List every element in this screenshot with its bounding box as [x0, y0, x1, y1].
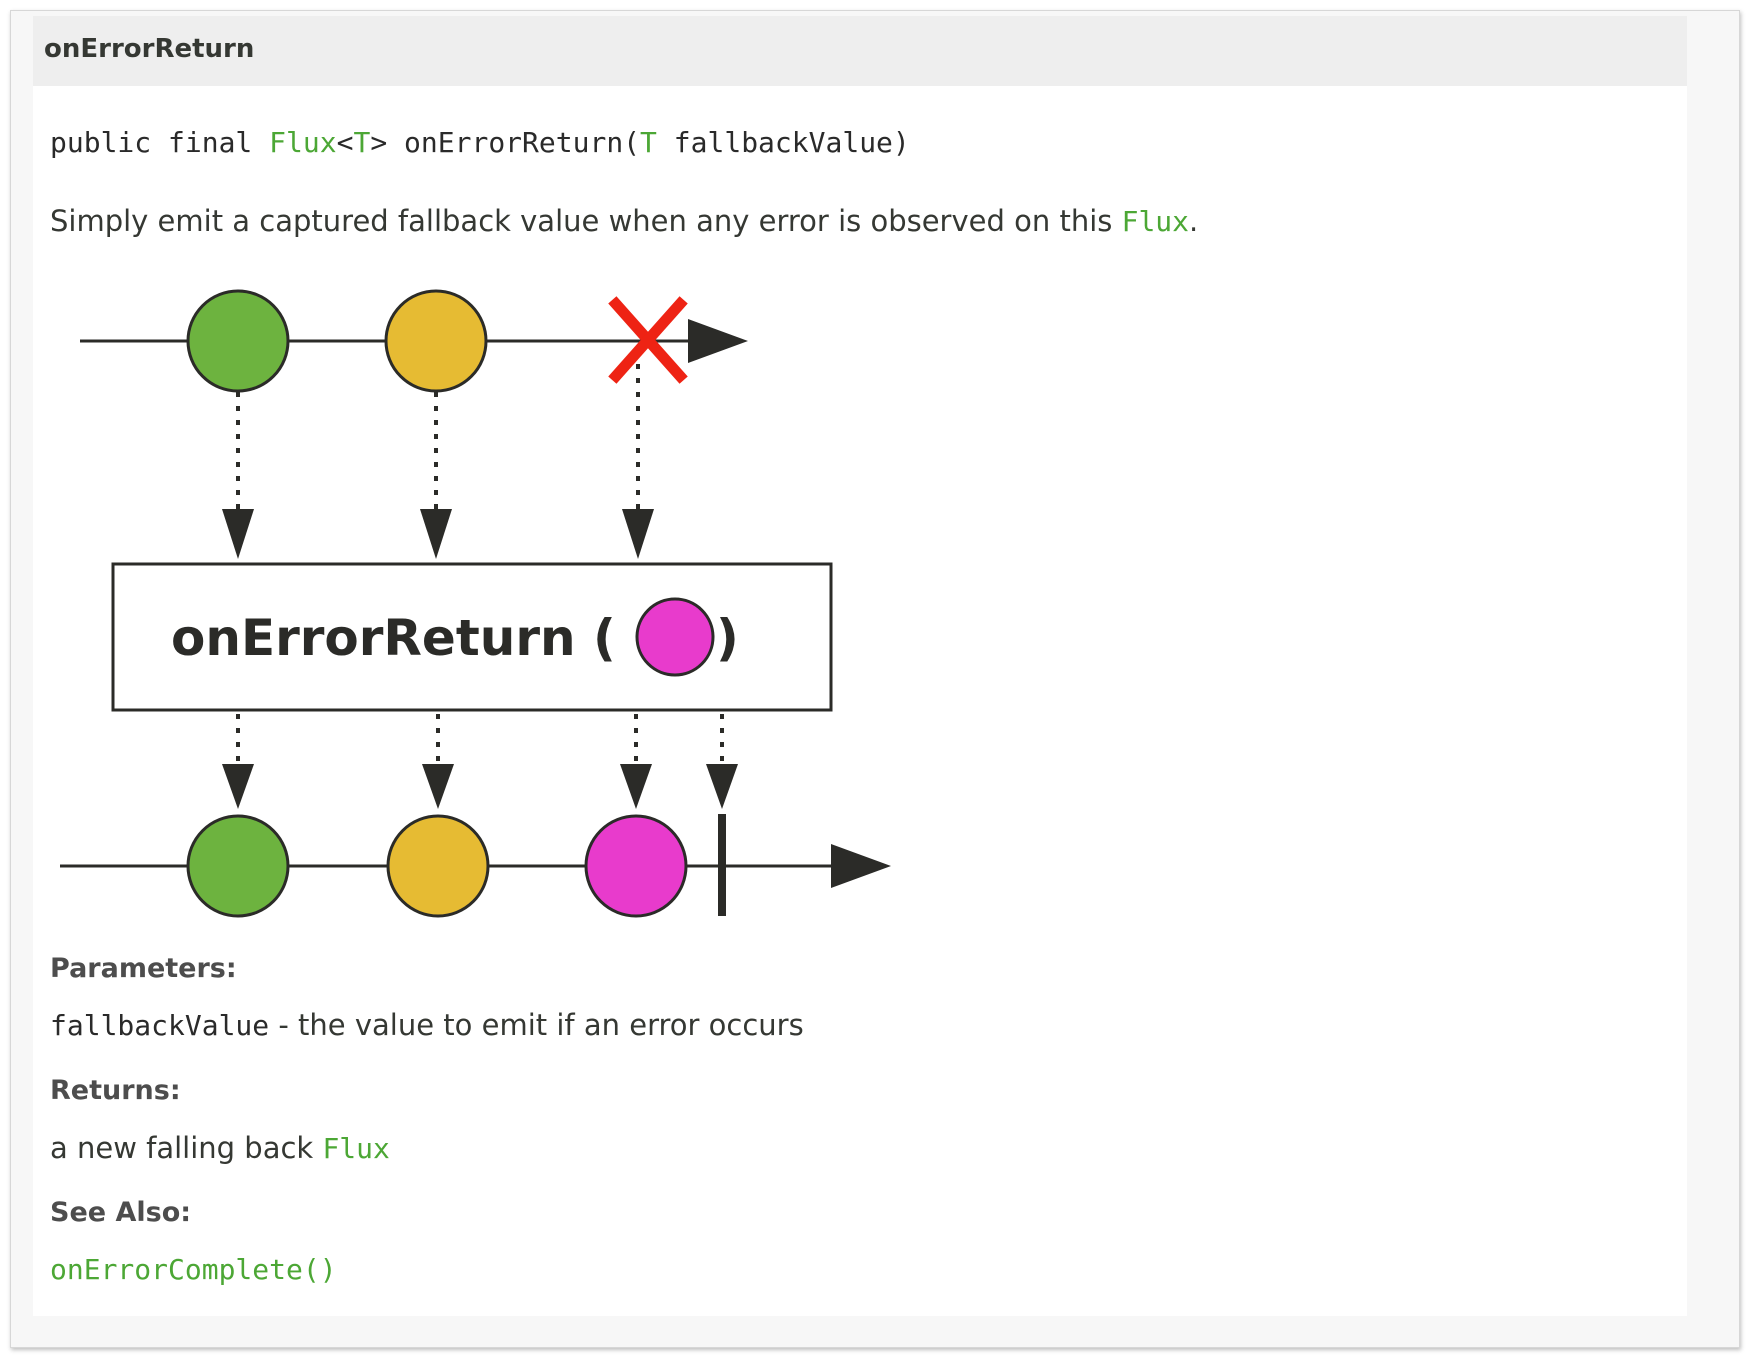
signature-type-link[interactable]: Flux	[269, 126, 337, 159]
result-marble-green	[186, 814, 290, 918]
parameter-row: fallbackValue - the value to emit if an …	[50, 1008, 804, 1042]
input-arrow-heads	[222, 509, 654, 559]
output-arrows	[236, 714, 724, 764]
result-timeline-arrow	[831, 844, 891, 888]
parameter-name: fallbackValue	[50, 1009, 270, 1042]
input-arrows	[236, 364, 640, 509]
see-also-link[interactable]: onErrorComplete()	[50, 1253, 337, 1286]
source-error-icon	[608, 296, 688, 384]
operator-close-paren: )	[716, 609, 739, 667]
signature-method: onErrorReturn(	[387, 126, 641, 159]
parameter-desc: - the value to emit if an error occurs	[269, 1008, 804, 1042]
source-timeline-arrow	[688, 319, 748, 363]
signature-param-name: fallbackValue)	[656, 126, 910, 159]
description-flux-link[interactable]: Flux	[1121, 205, 1190, 238]
operator-label: onErrorReturn (	[171, 609, 616, 667]
method-signature: public final Flux<T> onErrorReturn(T fal…	[50, 126, 910, 159]
source-marble-green	[186, 289, 290, 393]
result-marble-magenta	[584, 814, 688, 918]
method-title: onErrorReturn	[44, 34, 255, 64]
source-marble-yellow	[384, 289, 488, 393]
returns-text: a new falling back	[50, 1131, 323, 1165]
see-also-label: See Also:	[50, 1197, 192, 1228]
method-detail-card: onErrorReturn public final Flux<T> onErr…	[33, 16, 1687, 1316]
description-text: Simply emit a captured fallback value wh…	[50, 204, 1122, 238]
method-header: onErrorReturn	[33, 16, 1687, 86]
signature-param-type-link[interactable]: T	[640, 126, 657, 159]
signature-prefix: public final	[50, 126, 270, 159]
returns-label: Returns:	[50, 1075, 181, 1106]
output-arrow-heads	[222, 764, 738, 809]
method-description: Simply emit a captured fallback value wh…	[50, 204, 1198, 238]
returns-row: a new falling back Flux	[50, 1131, 390, 1165]
returns-flux-link[interactable]: Flux	[322, 1132, 390, 1165]
marble-diagram: onErrorReturn ( )	[60, 289, 891, 918]
result-marble-yellow	[386, 814, 490, 918]
signature-generic-link[interactable]: T	[353, 126, 371, 159]
doc-frame: onErrorReturn public final Flux<T> onErr…	[10, 10, 1740, 1348]
operator-fallback-marble	[635, 597, 715, 677]
signature-lt: <	[336, 126, 354, 159]
signature-gt: >	[370, 126, 388, 159]
parameters-label: Parameters:	[50, 953, 237, 984]
description-end: .	[1189, 204, 1199, 238]
